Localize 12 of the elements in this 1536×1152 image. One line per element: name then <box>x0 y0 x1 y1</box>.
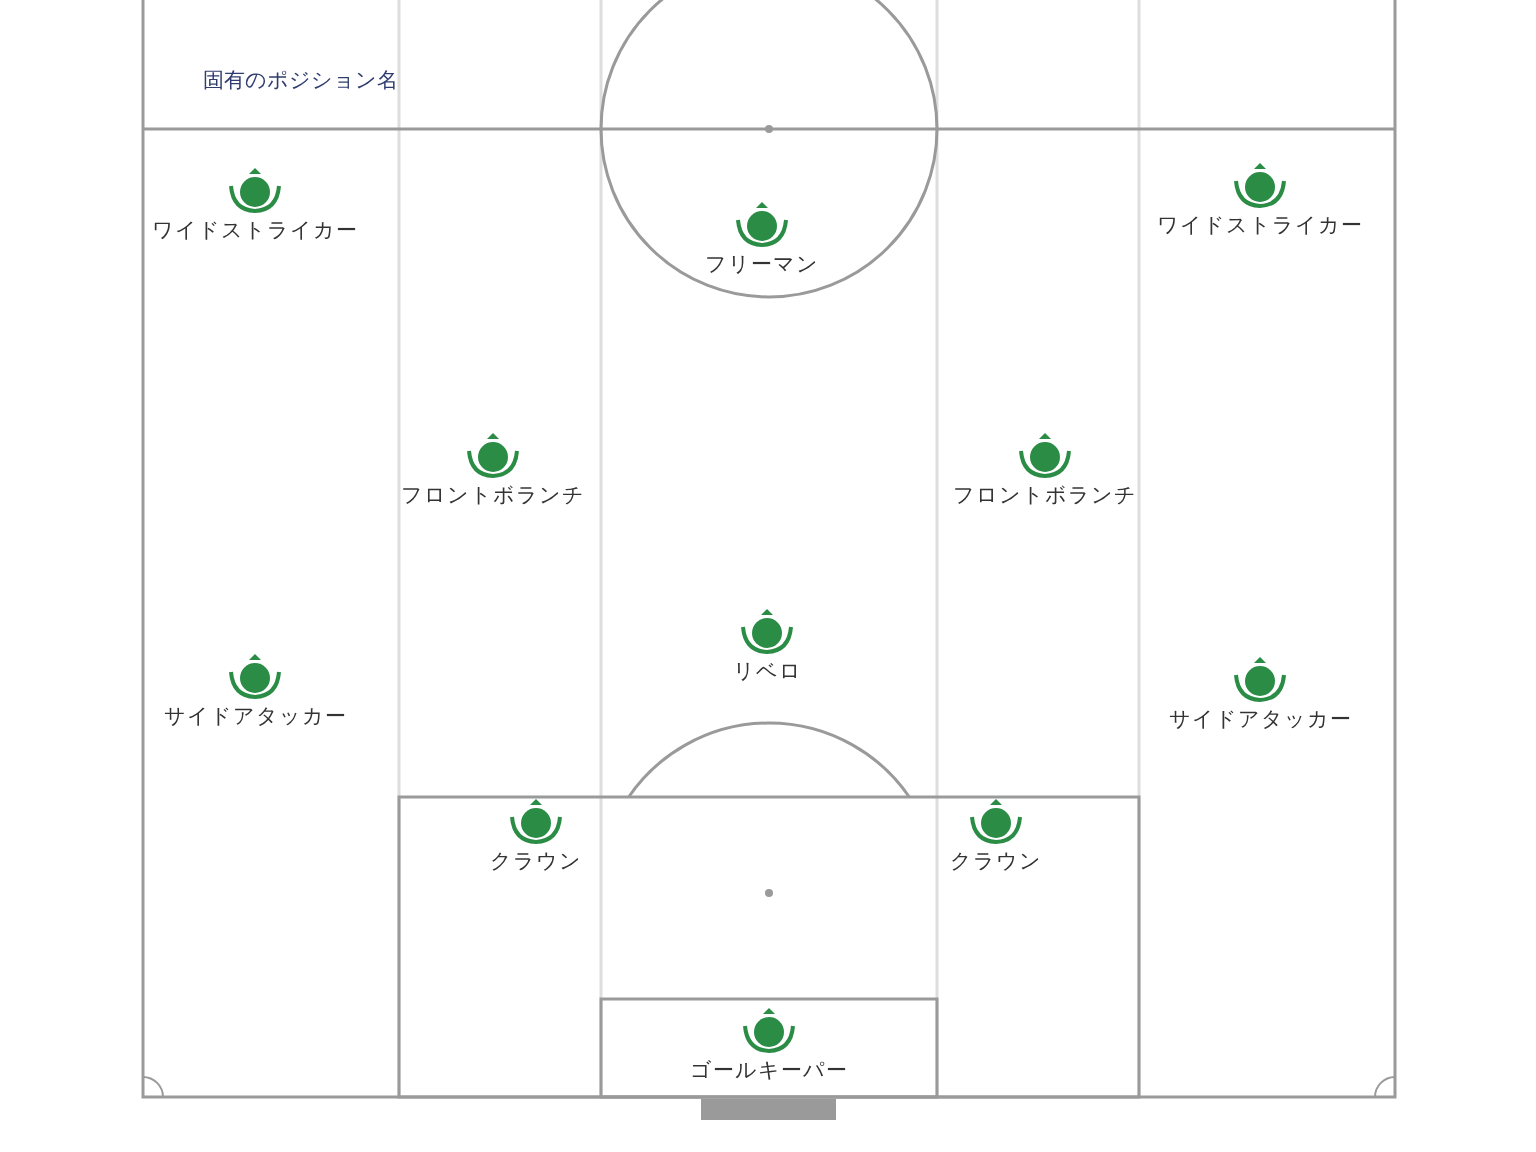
position-label: サイドアタッカー <box>163 703 347 730</box>
position-label: クラウン <box>950 848 1042 875</box>
position-label: ワイドストライカー <box>152 217 358 244</box>
heading-text: 固有のポジション名 <box>203 67 398 94</box>
position-label: リベロ <box>732 658 802 685</box>
position-label: フロントボランチ <box>953 482 1137 509</box>
position-label: クラウン <box>490 848 582 875</box>
position-label: ゴールキーパー <box>690 1057 848 1084</box>
position-label: サイドアタッカー <box>1168 706 1352 733</box>
position-label: フロントボランチ <box>401 482 585 509</box>
position-label: フリーマン <box>705 251 819 278</box>
position-label: ワイドストライカー <box>1157 212 1363 239</box>
